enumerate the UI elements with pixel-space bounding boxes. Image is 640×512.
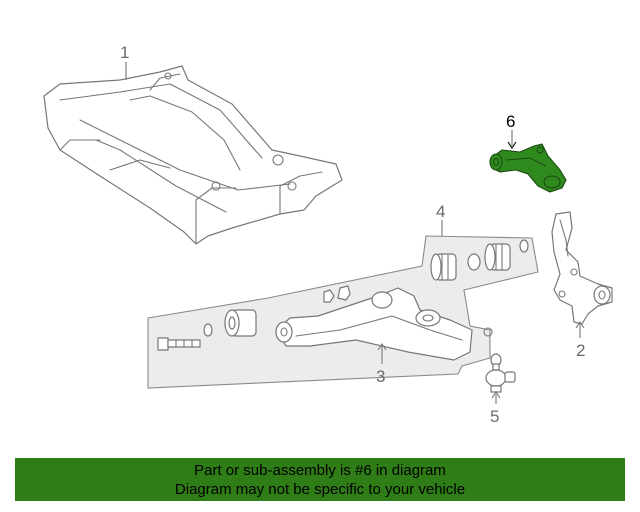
info-banner: Part or sub-assembly is #6 in diagram Di… <box>15 458 625 501</box>
upper-control-arm-part-6[interactable] <box>489 143 567 193</box>
leader-arrow-5 <box>491 391 501 399</box>
nut-icon <box>323 289 335 303</box>
callout-3[interactable]: 3 <box>376 367 385 386</box>
ribbed-bushing-icon <box>430 253 457 281</box>
ribbed-bushing-icon-2 <box>484 243 511 271</box>
callout-5[interactable]: 5 <box>490 407 499 426</box>
ball-joint-part-5[interactable] <box>485 353 516 393</box>
callout-6[interactable]: 6 <box>506 112 515 131</box>
bolt-icon <box>157 337 201 351</box>
bushing-large-icon <box>224 309 257 337</box>
subframe-part-1[interactable] <box>43 65 343 245</box>
sleeve-icon <box>467 253 481 271</box>
washer-icon-2 <box>519 239 529 253</box>
leader-arrow-2 <box>575 321 585 329</box>
banner-line-2: Diagram may not be specific to your vehi… <box>174 481 466 498</box>
bushing-kit-panel-part-4[interactable] <box>147 235 539 389</box>
callout-2[interactable]: 2 <box>576 341 585 360</box>
callout-4[interactable]: 4 <box>436 202 445 221</box>
callout-1[interactable]: 1 <box>120 43 129 62</box>
banner-line-1: Part or sub-assembly is #6 in diagram <box>194 462 446 479</box>
lower-control-arm-part-3[interactable] <box>275 287 493 361</box>
leader-arrow-6 <box>507 141 517 149</box>
washer-icon <box>203 323 213 337</box>
nut-icon-2 <box>337 285 351 301</box>
steering-knuckle-part-2[interactable] <box>551 211 613 325</box>
leader-arrow-3 <box>377 343 387 351</box>
